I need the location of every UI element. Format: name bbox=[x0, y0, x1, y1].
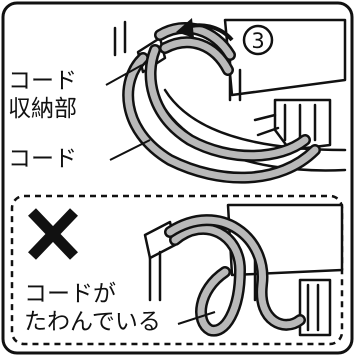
sagging-cord bbox=[164, 214, 306, 337]
bad-example-label-line2: たわんでいる bbox=[24, 309, 161, 335]
top-cord bbox=[122, 21, 321, 184]
bad-example-leader-line bbox=[177, 311, 216, 325]
cross-mark-icon bbox=[28, 208, 78, 260]
cord-storage-label-line2: 収納部 bbox=[8, 96, 77, 122]
step-number-circle bbox=[242, 24, 274, 56]
bottom-appliance-drawing bbox=[143, 203, 344, 337]
cord-storage-label-line1: コード bbox=[8, 68, 77, 94]
bad-example-label-line1: コードが bbox=[24, 281, 116, 307]
step-number-text: 3 bbox=[251, 29, 264, 53]
direction-arrow-icon bbox=[176, 18, 234, 42]
cord-label: コード bbox=[8, 146, 77, 172]
leader-lines bbox=[105, 64, 151, 161]
